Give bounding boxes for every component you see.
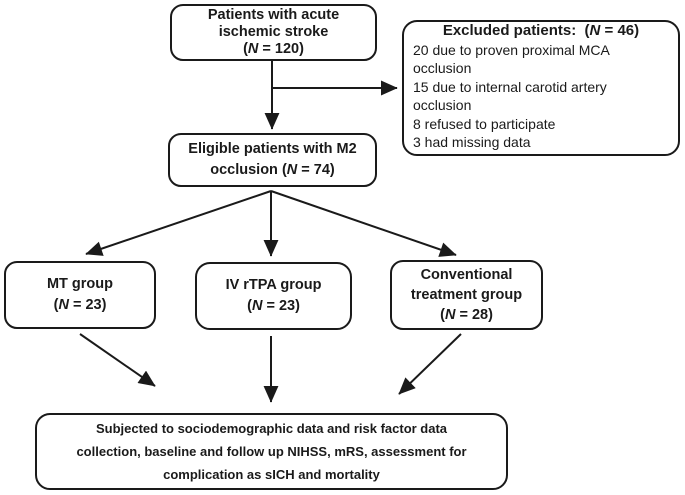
- text-segment: 3 had missing data: [413, 134, 531, 150]
- text-segment: occlusion: [413, 97, 472, 113]
- arrow-mt-to-outcome: [79, 333, 156, 387]
- arrow-eligible-to-mt: [85, 190, 272, 256]
- box-excluded-patients: Excluded patients: (N = 46)20 due to pro…: [402, 20, 680, 156]
- text-segment: = 46): [600, 22, 640, 39]
- text-segment: N: [251, 298, 263, 314]
- text-segment: 8 refused to participate: [413, 115, 556, 132]
- box-iv-rtpa-group: IV rTPA group (N = 23): [195, 262, 352, 330]
- excluded-text-line: 8 refused to participate: [413, 115, 555, 134]
- excluded-text-line: 15 due to internal carotid artery: [413, 78, 607, 97]
- arrow-eligible-to-conventional: [270, 190, 457, 257]
- mt-text-line: MT group: [47, 274, 113, 295]
- mt-text-line: (N = 23): [54, 295, 107, 316]
- excluded-text-line: occlusion: [413, 59, 471, 78]
- eligible-text-line: Eligible patients with M2: [188, 139, 356, 160]
- patients-text-line: ischemic stroke: [219, 24, 329, 41]
- text-segment: N: [286, 162, 298, 178]
- conv-text-line: treatment group: [411, 285, 522, 305]
- patients-text-line: Patients with acute: [208, 7, 339, 24]
- arrow-conventional-to-outcome: [398, 333, 462, 395]
- outcome-text-line: collection, baseline and follow up NIHSS…: [76, 440, 466, 463]
- outcome-text-line: Subjected to sociodemographic data and r…: [96, 417, 447, 440]
- text-segment: complication as sICH and mortality: [163, 467, 380, 482]
- text-segment: = 74): [297, 162, 335, 178]
- text-segment: ischemic stroke: [218, 24, 329, 40]
- text-segment: N: [444, 307, 456, 323]
- text-segment: occlusion: [413, 60, 472, 76]
- text-segment: MT group: [46, 276, 114, 292]
- text-segment: = 28): [455, 307, 493, 323]
- box-conventional-treatment-group: Conventional treatment group (N = 28): [390, 260, 543, 330]
- text-segment: N: [247, 41, 259, 57]
- excluded-text-line: occlusion: [413, 96, 471, 115]
- box-study-assessments: Subjected to sociodemographic data and r…: [35, 413, 508, 490]
- text-segment: (: [243, 41, 248, 57]
- excluded-text-line: 20 due to proven proximal MCA: [413, 41, 610, 60]
- conv-text-line: Conventional: [421, 265, 513, 285]
- text-segment: = 23): [68, 297, 107, 313]
- text-segment: IV rTPA group: [225, 277, 322, 293]
- eligible-text-line: occlusion (N = 74): [210, 160, 335, 181]
- text-segment: = 120): [258, 41, 304, 57]
- box-mt-group: MT group (N = 23): [4, 261, 156, 329]
- excluded-text-line: Excluded patients: (N = 46): [443, 22, 639, 41]
- ivrtpa-text-line: IV rTPA group: [226, 275, 322, 296]
- text-segment: (: [53, 297, 59, 313]
- text-segment: (: [440, 307, 445, 323]
- text-segment: treatment group: [410, 287, 523, 303]
- outcome-text-line: complication as sICH and mortality: [163, 463, 380, 486]
- box-eligible-patients: Eligible patients with M2 occlusion (N = …: [168, 133, 377, 187]
- text-segment: Eligible patients with M2: [188, 141, 357, 157]
- text-segment: Conventional: [420, 267, 513, 283]
- text-segment: = 23): [262, 298, 300, 314]
- text-segment: occlusion (: [210, 162, 287, 178]
- text-segment: N: [58, 297, 69, 313]
- text-segment: collection, baseline and follow up NIHSS…: [76, 444, 467, 459]
- text-segment: 15 due to internal carotid artery: [413, 78, 607, 95]
- patients-text-line: (N = 120): [243, 41, 304, 58]
- conv-text-line: (N = 28): [440, 305, 493, 325]
- text-segment: N: [589, 22, 601, 39]
- excluded-text-line: 3 had missing data: [413, 133, 531, 152]
- text-segment: Subjected to sociodemographic data and r…: [95, 421, 448, 436]
- ivrtpa-text-line: (N = 23): [247, 296, 300, 317]
- text-segment: (: [247, 298, 252, 314]
- text-segment: Excluded patients: (: [442, 22, 590, 39]
- text-segment: 20 due to proven proximal MCA: [413, 41, 610, 58]
- text-segment: Patients with acute: [207, 7, 340, 23]
